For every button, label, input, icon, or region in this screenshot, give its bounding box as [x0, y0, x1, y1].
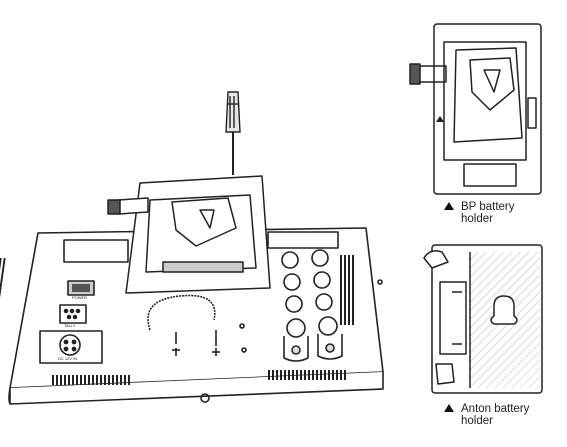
warning-triangle-icon — [444, 202, 454, 210]
bp-battery-holder-caption: BP battery holder — [444, 201, 515, 225]
warning-triangle-icon — [444, 404, 454, 412]
monitor-rear-view — [0, 227, 384, 405]
anton-battery-holder-diagram — [423, 244, 543, 394]
anton-caption-line1: Anton battery — [461, 403, 530, 415]
power-cable — [147, 294, 216, 331]
left-vents — [0, 258, 6, 318]
dc-in-connector — [59, 334, 81, 356]
battery-plate-on-monitor — [107, 175, 271, 294]
tally-label: TALLY — [64, 323, 76, 328]
anton-caption-line2: holder — [461, 415, 493, 427]
power-switch-label: POWER — [72, 295, 88, 300]
bnc-connectors — [267, 231, 343, 362]
dc-in-label: DC 12V IN — [58, 356, 78, 361]
bp-caption-line2: holder — [461, 213, 493, 225]
bottom-left-vents — [50, 375, 130, 385]
screwdriver-icon — [225, 91, 241, 175]
bp-battery-holder-diagram — [409, 23, 542, 195]
bottom-right-vents — [268, 370, 348, 380]
dc-in-box — [39, 330, 103, 364]
bp-caption-line1: BP battery — [461, 201, 515, 213]
anton-battery-holder-caption: Anton battery holder — [444, 403, 529, 427]
tally-connector — [59, 304, 87, 324]
label-plate — [63, 239, 129, 263]
right-vents — [340, 255, 354, 325]
